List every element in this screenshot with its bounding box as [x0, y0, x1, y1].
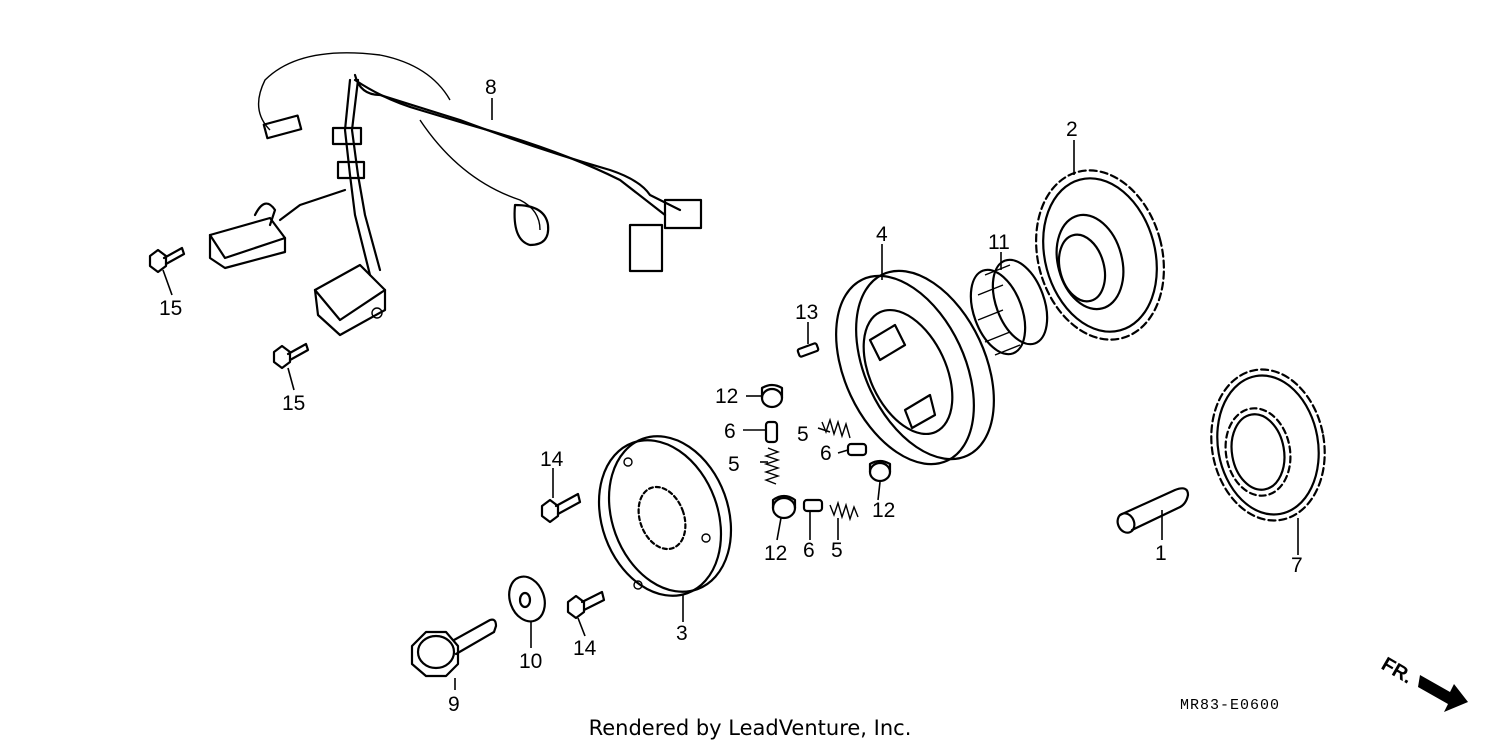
- bolt-part-15-lower[interactable]: [272, 342, 310, 370]
- callout-6-b: 6: [820, 442, 832, 465]
- direction-marker-label: FR.: [1378, 653, 1417, 688]
- callout-13: 13: [795, 301, 818, 324]
- callout-3: 3: [676, 622, 688, 645]
- pin-part-13[interactable]: [796, 342, 820, 358]
- callout-5-c: 5: [831, 539, 843, 562]
- callout-10: 10: [519, 650, 542, 673]
- spring-part-5-a[interactable]: [763, 447, 781, 485]
- roller-part-12-c[interactable]: [771, 494, 797, 520]
- callout-labels: 1 2 3 4 5 5 5 6 6 6 7 8 9 10 11 12 12 12…: [159, 76, 1303, 716]
- callout-4: 4: [876, 223, 888, 246]
- bolt-part-14-upper[interactable]: [540, 492, 582, 524]
- callout-15-b: 15: [282, 392, 305, 415]
- front-direction-marker: FR.: [1378, 653, 1468, 712]
- spring-part-5-b[interactable]: [821, 417, 851, 439]
- credit-line: Rendered by LeadVenture, Inc.: [588, 716, 912, 740]
- callout-15-a: 15: [159, 297, 182, 320]
- callout-12-a: 12: [715, 385, 738, 408]
- plunger-part-6-b[interactable]: [846, 442, 868, 457]
- callout-6-c: 6: [803, 539, 815, 562]
- roller-part-12-a[interactable]: [760, 383, 784, 409]
- needle-bearing-part-11[interactable]: [960, 252, 1057, 361]
- callout-12-b: 12: [872, 499, 895, 522]
- callout-1: 1: [1155, 542, 1167, 565]
- clutch-outer-part-4[interactable]: [808, 249, 1021, 486]
- callout-5-a: 5: [797, 423, 809, 446]
- callout-14-a: 14: [540, 448, 564, 471]
- diagram-code: MR83-E0600: [1180, 697, 1281, 714]
- callout-9: 9: [448, 693, 460, 716]
- plunger-part-6-c[interactable]: [802, 498, 824, 513]
- callout-6-a: 6: [724, 420, 736, 443]
- wire-harness-part-8[interactable]: [208, 52, 703, 337]
- callout-12-c: 12: [764, 542, 787, 565]
- callout-5-b: 5: [728, 453, 740, 476]
- clutch-plate-part-3[interactable]: [578, 419, 752, 613]
- washer-part-10[interactable]: [503, 572, 551, 627]
- spring-part-5-c[interactable]: [829, 500, 859, 522]
- leader-lines: [162, 98, 1299, 690]
- front-arrow-icon: [1418, 675, 1468, 712]
- callout-2: 2: [1066, 118, 1078, 141]
- plunger-part-6-a[interactable]: [764, 420, 779, 444]
- callout-14-b: 14: [573, 637, 597, 660]
- starter-driven-gear-part-2[interactable]: [1018, 156, 1182, 354]
- bolt-part-14-lower[interactable]: [566, 590, 606, 620]
- bolt-part-15-upper[interactable]: [148, 246, 186, 274]
- callout-11: 11: [988, 231, 1010, 254]
- shaft-part-1[interactable]: [1115, 487, 1190, 535]
- callout-7: 7: [1291, 554, 1303, 577]
- callout-8: 8: [485, 76, 497, 99]
- flange-bolt-part-9[interactable]: [410, 618, 498, 678]
- gear-part-7[interactable]: [1200, 360, 1337, 529]
- roller-part-12-b[interactable]: [868, 459, 892, 483]
